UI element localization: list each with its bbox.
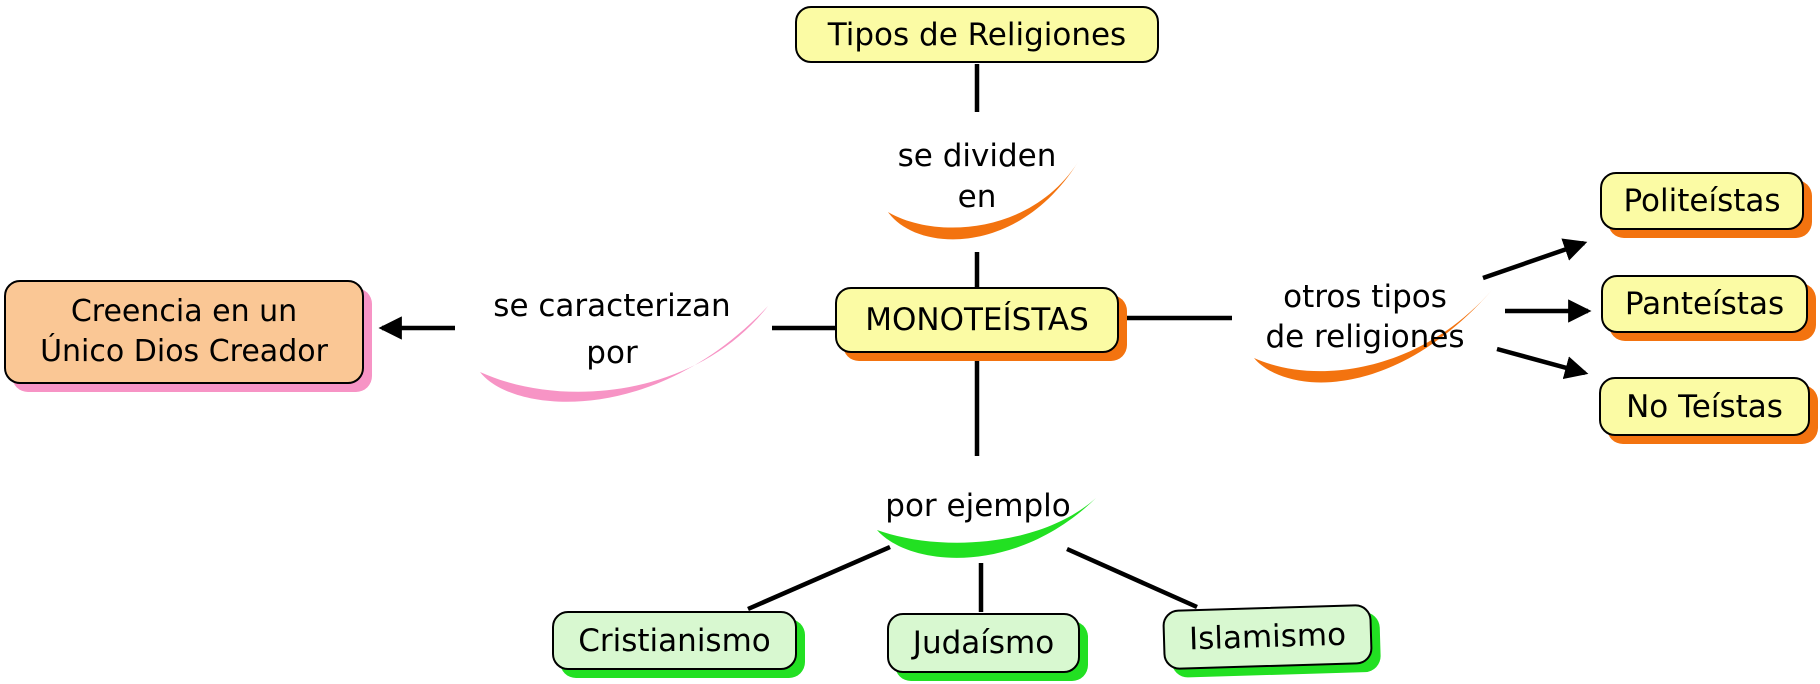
node-label: Cristianismo	[578, 622, 771, 659]
link-phrase-se-caracterizan-por[interactable]: se caracterizan por	[493, 283, 730, 377]
node-islamismo[interactable]: Islamismo	[1162, 603, 1373, 671]
node-judaismo[interactable]: Judaísmo	[887, 613, 1080, 673]
link-phrase-se-dividen-en[interactable]: se dividen en	[898, 136, 1057, 218]
node-politeistas[interactable]: Politeístas	[1600, 172, 1804, 230]
node-creencia-unico-dios[interactable]: Creencia en un Único Dios Creador	[4, 280, 364, 384]
link-phrase-line2: de religiones	[1265, 319, 1465, 355]
link-phrase-otros-tipos-de-religiones[interactable]: otros tipos de religiones	[1265, 277, 1464, 357]
link-phrase-por-ejemplo[interactable]: por ejemplo	[885, 486, 1070, 526]
node-label: MONOTEÍSTAS	[865, 302, 1089, 338]
node-label: Politeístas	[1623, 183, 1781, 219]
node-panteistas[interactable]: Panteístas	[1601, 275, 1808, 333]
link-phrase-line2: en	[957, 179, 997, 215]
line-porejemplo-to-islamismo	[1066, 546, 1198, 610]
arrow-otrostipos-to-politeistas	[1482, 238, 1588, 281]
node-label-line2: Único Dios Creador	[40, 334, 328, 369]
node-label: Islamismo	[1188, 616, 1347, 658]
node-label: Tipos de Religiones	[827, 16, 1127, 53]
node-no-teistas[interactable]: No Teístas	[1599, 377, 1810, 436]
node-label: Judaísmo	[912, 625, 1055, 661]
link-phrase-line1: se dividen	[897, 138, 1057, 174]
link-phrase-line1: otros tipos	[1283, 279, 1447, 315]
node-label-line1: Creencia en un	[70, 294, 298, 329]
link-phrase-line2: por	[586, 335, 638, 371]
link-phrase-line1: se caracterizan	[493, 288, 731, 324]
swoosh-arc-por-ejemplo	[877, 498, 1096, 558]
line-porejemplo-to-cristianismo	[747, 544, 891, 612]
node-monoteistas[interactable]: MONOTEÍSTAS	[835, 287, 1119, 353]
node-label: Panteístas	[1624, 286, 1785, 322]
node-cristianismo[interactable]: Cristianismo	[552, 611, 797, 670]
swoosh-arc-otros-tipos	[1254, 290, 1492, 383]
link-phrase-line1: por ejemplo	[885, 488, 1071, 524]
node-label: No Teístas	[1626, 388, 1783, 425]
node-tipos-de-religiones[interactable]: Tipos de Religiones	[795, 6, 1159, 63]
arrow-otrostipos-to-noteistas	[1496, 346, 1589, 380]
